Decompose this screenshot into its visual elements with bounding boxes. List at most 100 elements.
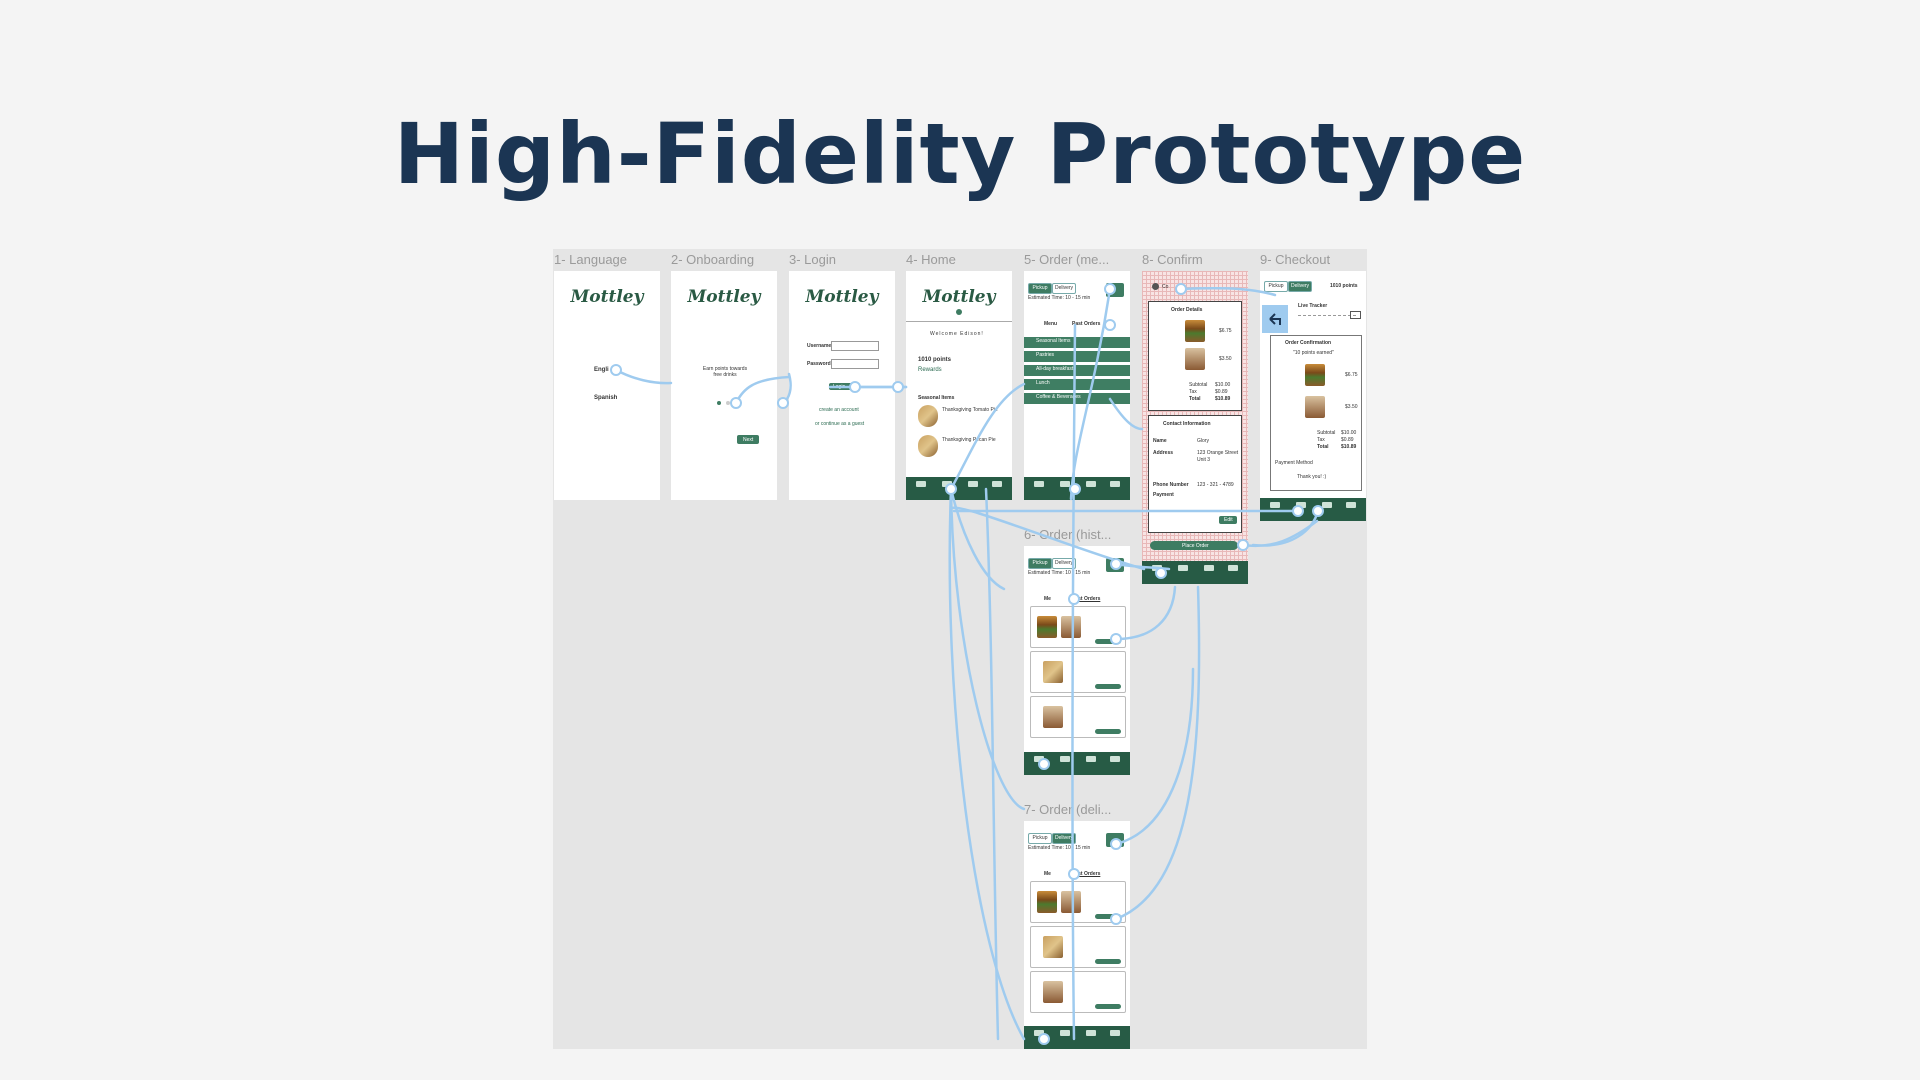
home-icon[interactable] [1034,1030,1044,1036]
home-icon[interactable] [1270,502,1280,508]
pager-dot [726,401,730,405]
username-input[interactable] [831,341,879,351]
frame-order-history[interactable]: Pickup Delivery Estimated Time: 10 - 15 … [1024,546,1130,775]
home-icon[interactable] [916,481,926,487]
past-order-card[interactable] [1030,881,1126,923]
flow-connector [614,368,673,385]
unit-value[interactable]: Unit 3 [1197,457,1211,463]
item-image [918,435,938,457]
store-icon[interactable] [1086,1030,1096,1036]
order-details-heading: Order Details [1171,307,1203,313]
reorder-button[interactable] [1095,959,1121,964]
frame-home[interactable]: Mottley Welcome Edison! 1010 points Rewa… [906,271,1012,500]
address-value[interactable]: 123 Orange Street [1197,450,1239,456]
delivery-toggle[interactable]: Delivery [1052,558,1076,569]
pastry-image [1043,661,1063,683]
order-icon[interactable] [1178,565,1188,571]
reorder-button[interactable] [1095,1004,1121,1009]
back-arrow-icon[interactable] [1262,305,1288,333]
points-earned: "10 points earned" [1293,350,1334,356]
order-icon[interactable] [1060,756,1070,762]
reorder-button[interactable] [1095,914,1121,919]
profile-icon[interactable] [1110,1030,1120,1036]
order-icon[interactable] [942,481,952,487]
home-icon[interactable] [1034,756,1044,762]
store-icon[interactable] [1322,502,1332,508]
payment-label: Payment [1153,492,1174,498]
back-icon[interactable] [1152,283,1159,290]
frame-onboarding[interactable]: Mottley Earn points towards free drinks … [671,271,777,500]
order-icon[interactable] [1060,1030,1070,1036]
tab-menu[interactable]: Me [1044,596,1051,602]
order-icon[interactable] [1296,502,1306,508]
connection-node [1068,868,1080,880]
past-order-card[interactable] [1030,606,1126,648]
profile-icon[interactable] [1110,481,1120,487]
tax-value: $0.89 [1215,389,1228,395]
tab-menu[interactable]: Me [1044,871,1051,877]
delivery-toggle[interactable]: Delivery [1052,283,1076,294]
reorder-button[interactable] [1095,684,1121,689]
menu-item-seasonal[interactable]: Seasonal Items [1024,337,1130,348]
item-name[interactable]: Thanksgiving Pecan Pie [942,437,996,443]
menu-item-breakfast[interactable]: All-day breakfast [1024,365,1130,376]
frame-language[interactable]: Mottley Engli Spanish [554,271,660,500]
menu-item-lunch[interactable]: Lunch [1024,379,1130,390]
profile-icon[interactable] [1346,502,1356,508]
flow-connector [1179,287,1277,297]
past-order-card[interactable] [1030,651,1126,693]
points-count: 1010 points [918,357,952,363]
past-order-card[interactable] [1030,926,1126,968]
store-icon[interactable] [1204,565,1214,571]
store-icon[interactable] [968,481,978,487]
delivery-toggle[interactable]: Delivery [1052,833,1076,844]
menu-item-pastries[interactable]: Pastries [1024,351,1130,362]
next-button[interactable]: Next [737,435,759,444]
pickup-toggle[interactable]: Pickup [1028,283,1052,294]
tab-past-orders[interactable]: Past Orders [1072,871,1101,877]
frame-label-onboarding: 2- Onboarding [671,252,755,267]
profile-icon[interactable] [992,481,1002,487]
pickup-toggle[interactable]: Pickup [1028,558,1052,569]
total-label: Total [1189,396,1201,402]
flow-connector [1114,585,1201,921]
profile-icon[interactable] [1228,565,1238,571]
connection-node [1312,505,1324,517]
tab-past-orders[interactable]: Past Orders [1072,321,1101,327]
tab-past-orders[interactable]: Past Orders [1072,596,1101,602]
place-order-button[interactable]: Place Order [1150,541,1238,550]
past-order-card[interactable] [1030,971,1126,1013]
frame-login[interactable]: Mottley Username Password Login create a… [789,271,895,500]
pickup-toggle[interactable]: Pickup [1264,281,1288,292]
past-order-card[interactable] [1030,696,1126,738]
order-details-box: Order Details $6.75 $3.50 Subtotal $10.0… [1148,301,1242,411]
order-icon[interactable] [1060,481,1070,487]
avatar[interactable] [956,309,962,315]
language-option-english[interactable]: Engli [594,367,609,373]
menu-item-coffee[interactable]: Coffee & Beverages [1024,393,1130,404]
delivery-toggle[interactable]: Delivery [1288,281,1312,292]
password-input[interactable] [831,359,879,369]
item-name[interactable]: Thanksgiving Tomato Pie [942,407,998,413]
edit-button[interactable]: Edit [1219,516,1237,524]
create-account-link[interactable]: create an account [819,407,859,413]
frame-confirm[interactable]: Co Order Details $6.75 $3.50 Subtotal $1… [1142,271,1248,584]
rewards-link[interactable]: Rewards [918,367,942,373]
bottom-nav [1024,1026,1130,1049]
language-option-spanish[interactable]: Spanish [594,395,618,401]
name-value[interactable]: Glory [1197,438,1209,444]
tab-menu[interactable]: Menu [1044,321,1058,327]
flow-connector [949,487,1026,811]
pickup-toggle[interactable]: Pickup [1028,833,1052,844]
frame-order-delivery[interactable]: Pickup Delivery Estimated Time: 10 - 15 … [1024,821,1130,1049]
reorder-button[interactable] [1095,639,1121,644]
store-icon[interactable] [1086,756,1096,762]
guest-link[interactable]: or continue as a guest [815,421,865,427]
profile-icon[interactable] [1110,756,1120,762]
frame-order-menu[interactable]: Pickup Delivery Estimated Time: 10 - 15 … [1024,271,1130,500]
phone-value[interactable]: 123 - 321 - 4789 [1197,482,1234,488]
store-icon[interactable] [1086,481,1096,487]
home-icon[interactable] [1034,481,1044,487]
reorder-button[interactable] [1095,729,1121,734]
bottom-nav [1024,752,1130,775]
